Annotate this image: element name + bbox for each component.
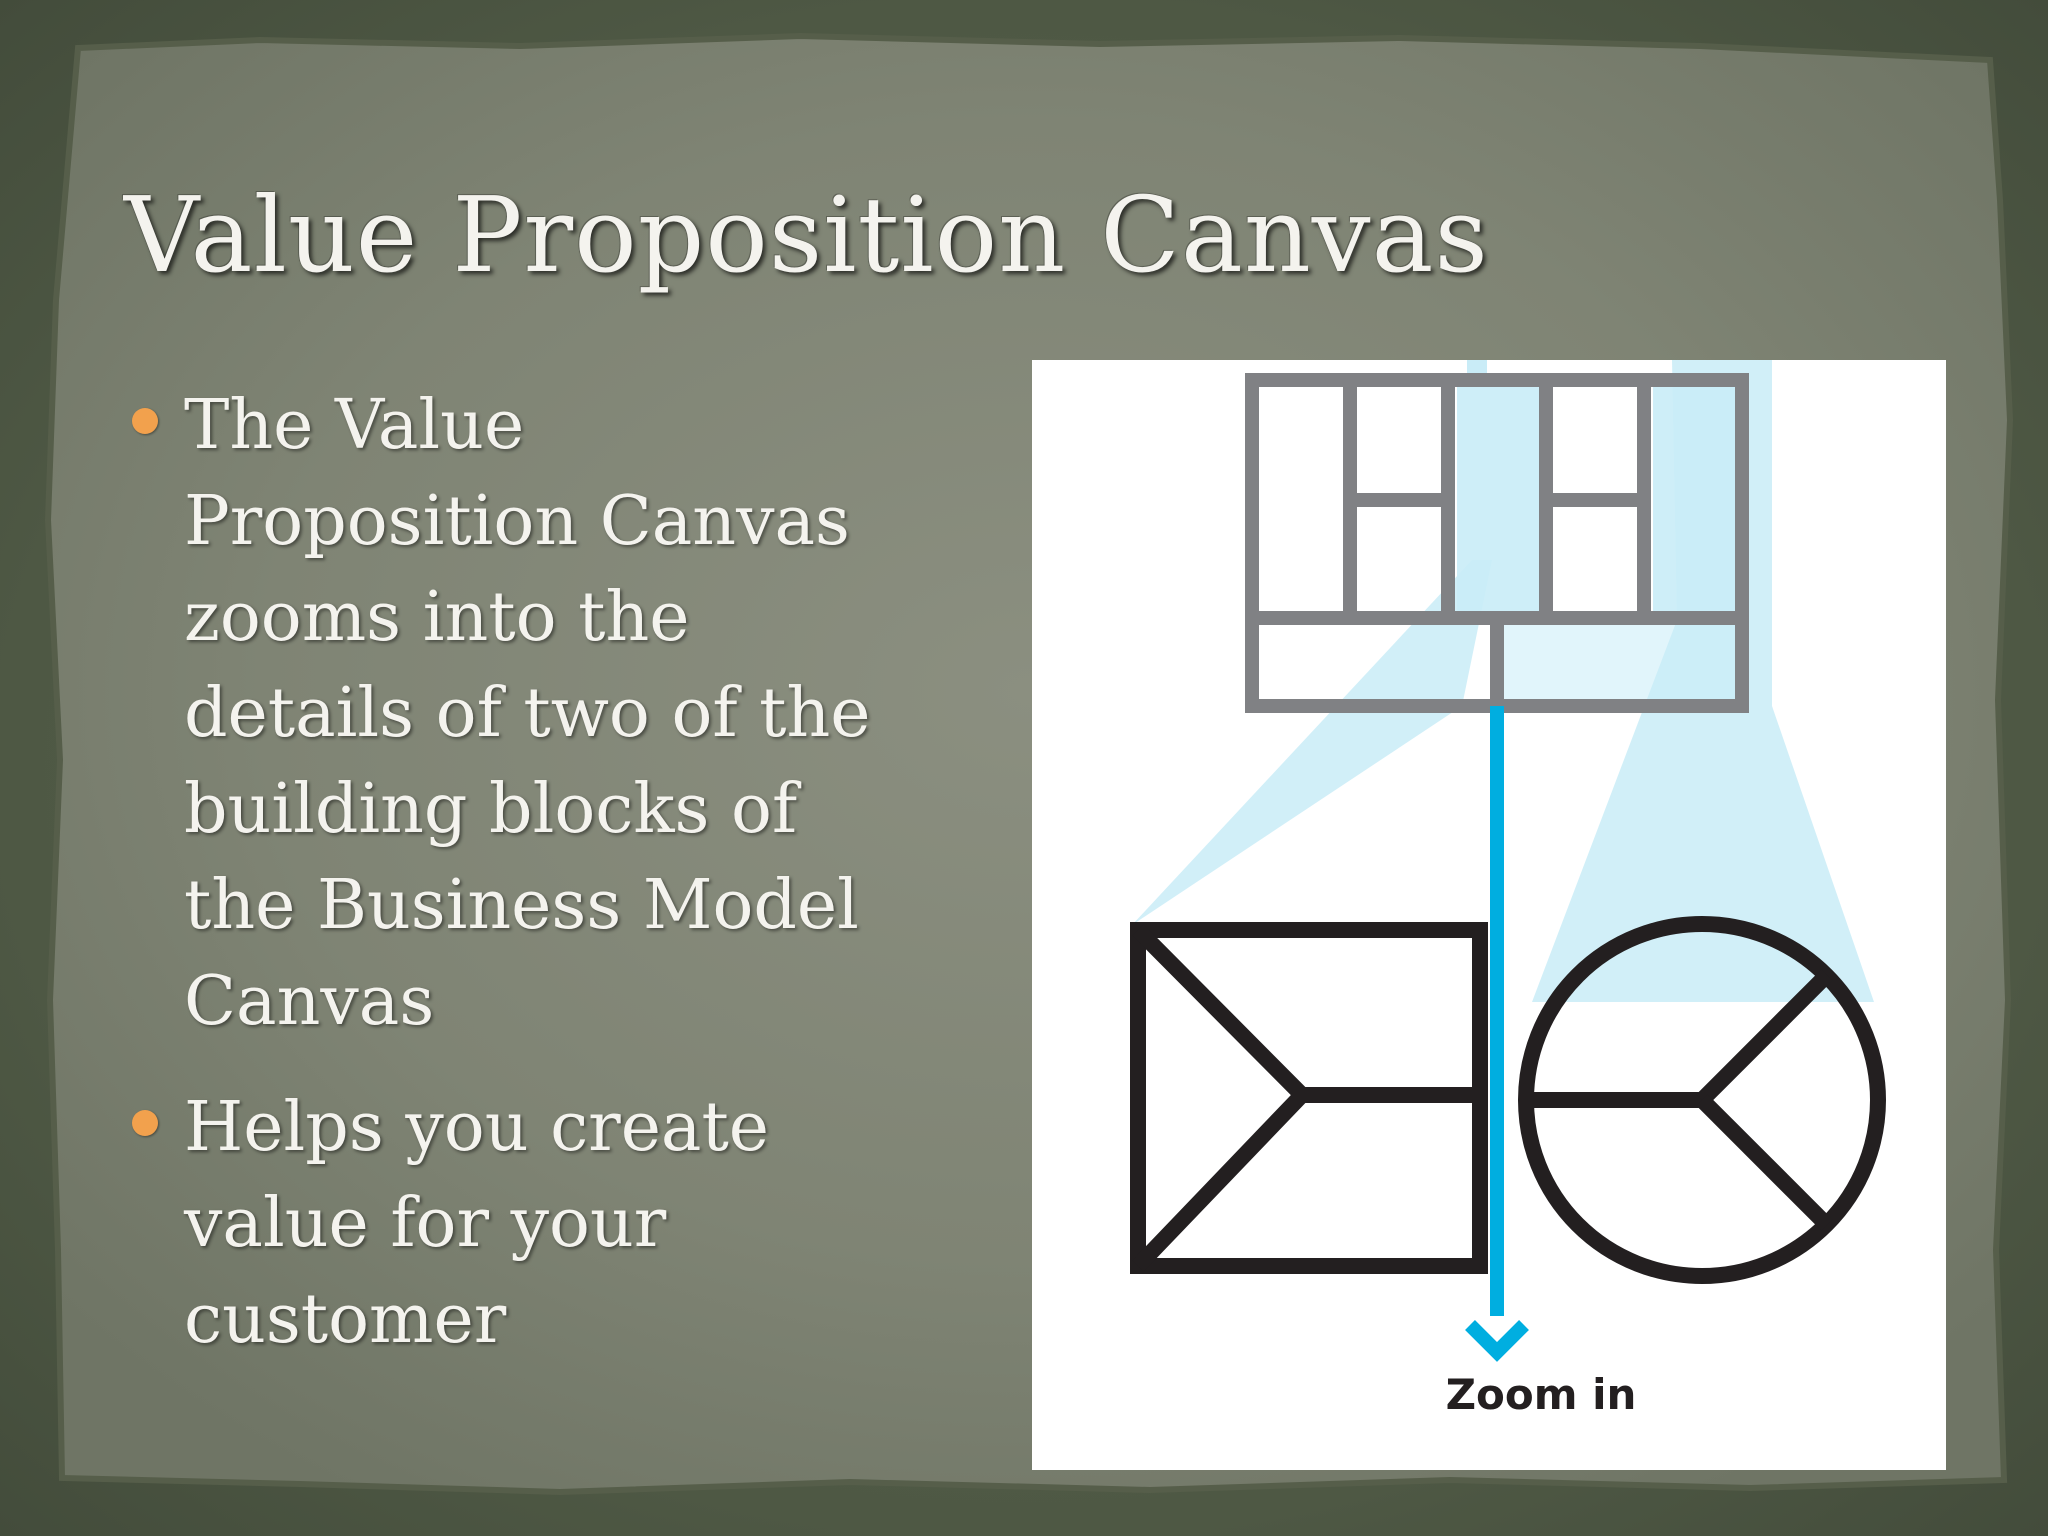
business-model-canvas-icon xyxy=(1245,373,1749,713)
bullet-text: The Value Proposition Canvas zooms into … xyxy=(184,386,871,1041)
bullet-dot-icon xyxy=(132,1110,158,1136)
down-arrow-icon xyxy=(1465,706,1529,1362)
zoom-in-figure: Zoom in xyxy=(1032,360,1946,1470)
bullet-list: The Value Proposition Canvas zooms into … xyxy=(122,378,922,1398)
value-map-square-icon xyxy=(1130,922,1488,1274)
bullet-dot-icon xyxy=(132,408,158,434)
zoom-beam-left xyxy=(1132,560,1492,925)
slide-title: Value Proposition Canvas xyxy=(124,174,1489,296)
bullet-text: Helps you create value for your customer xyxy=(184,1088,770,1359)
zoom-in-label: Zoom in xyxy=(1445,1370,1637,1419)
bullet-item: The Value Proposition Canvas zooms into … xyxy=(122,378,922,1050)
customer-profile-circle-icon xyxy=(1518,916,1886,1284)
bullet-item: Helps you create value for your customer xyxy=(122,1080,922,1368)
